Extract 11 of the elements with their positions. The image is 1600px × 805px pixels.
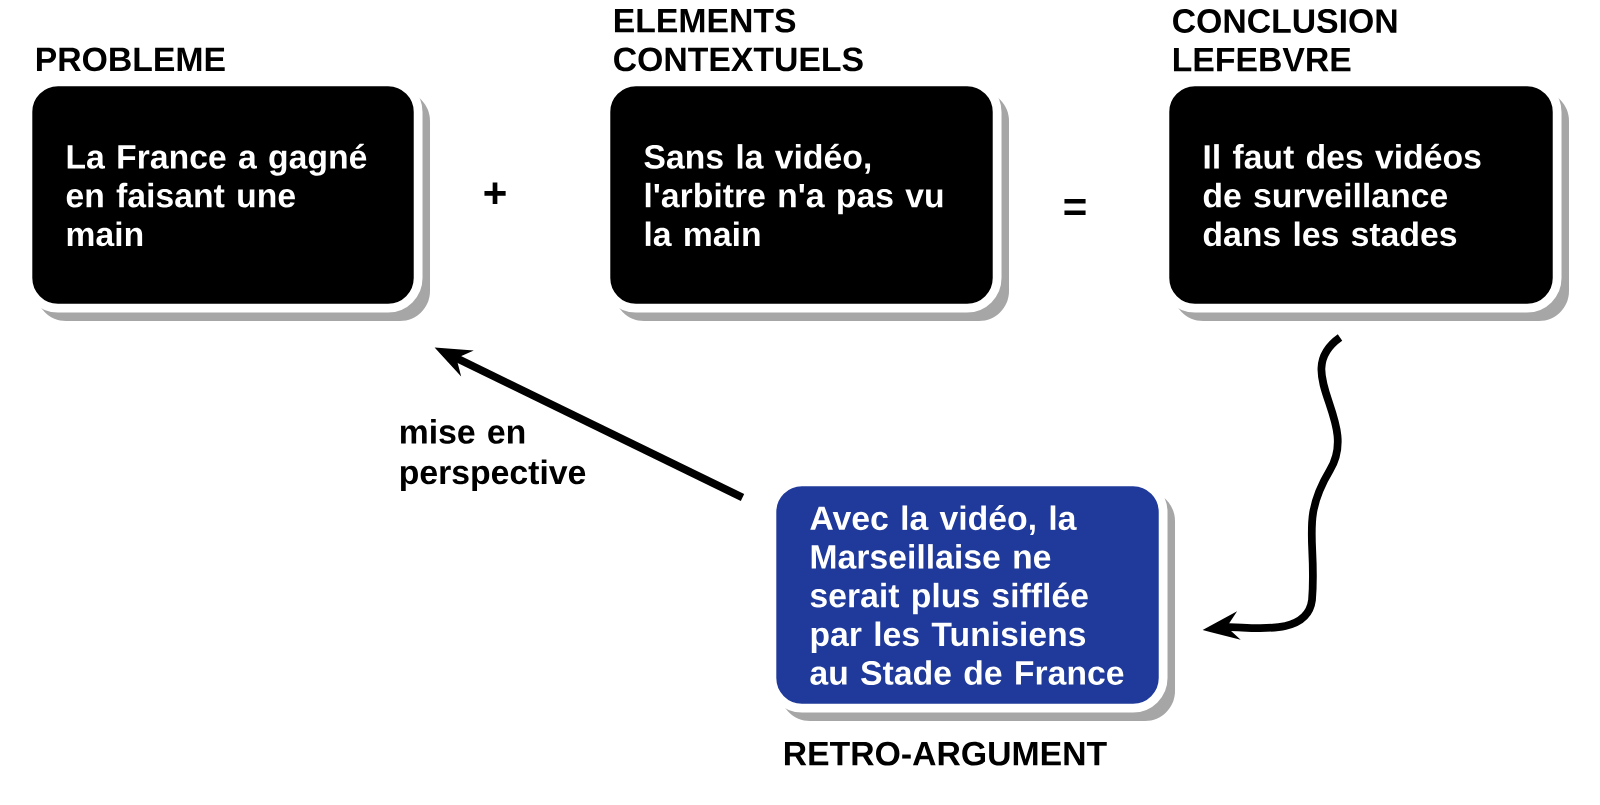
edge-label: mise en perspective: [400, 419, 586, 491]
rounded-box: Sans la vidéo, l'arbitre n'a pas vu la main: [601, 77, 1009, 321]
rounded-box: Avec la vidéo, la Marseillaise ne serait plus sifflée par les Tunisiens au Stade de France: [767, 477, 1175, 721]
heading: CONCLUSION LEFEBVRE: [1173, 9, 1397, 72]
heading: PROBLEME: [37, 47, 225, 72]
rounded-box: Il faut des vidéos de surveillance dans les stades: [1160, 77, 1569, 321]
heading: RETRO-ARGUMENT: [785, 741, 1107, 766]
operator-sign: +: [484, 182, 506, 205]
operator-sign: =: [1064, 199, 1086, 215]
heading: ELEMENTS CONTEXTUELS: [614, 8, 863, 72]
rounded-box: La France a gagné en faisant une main: [23, 77, 430, 321]
